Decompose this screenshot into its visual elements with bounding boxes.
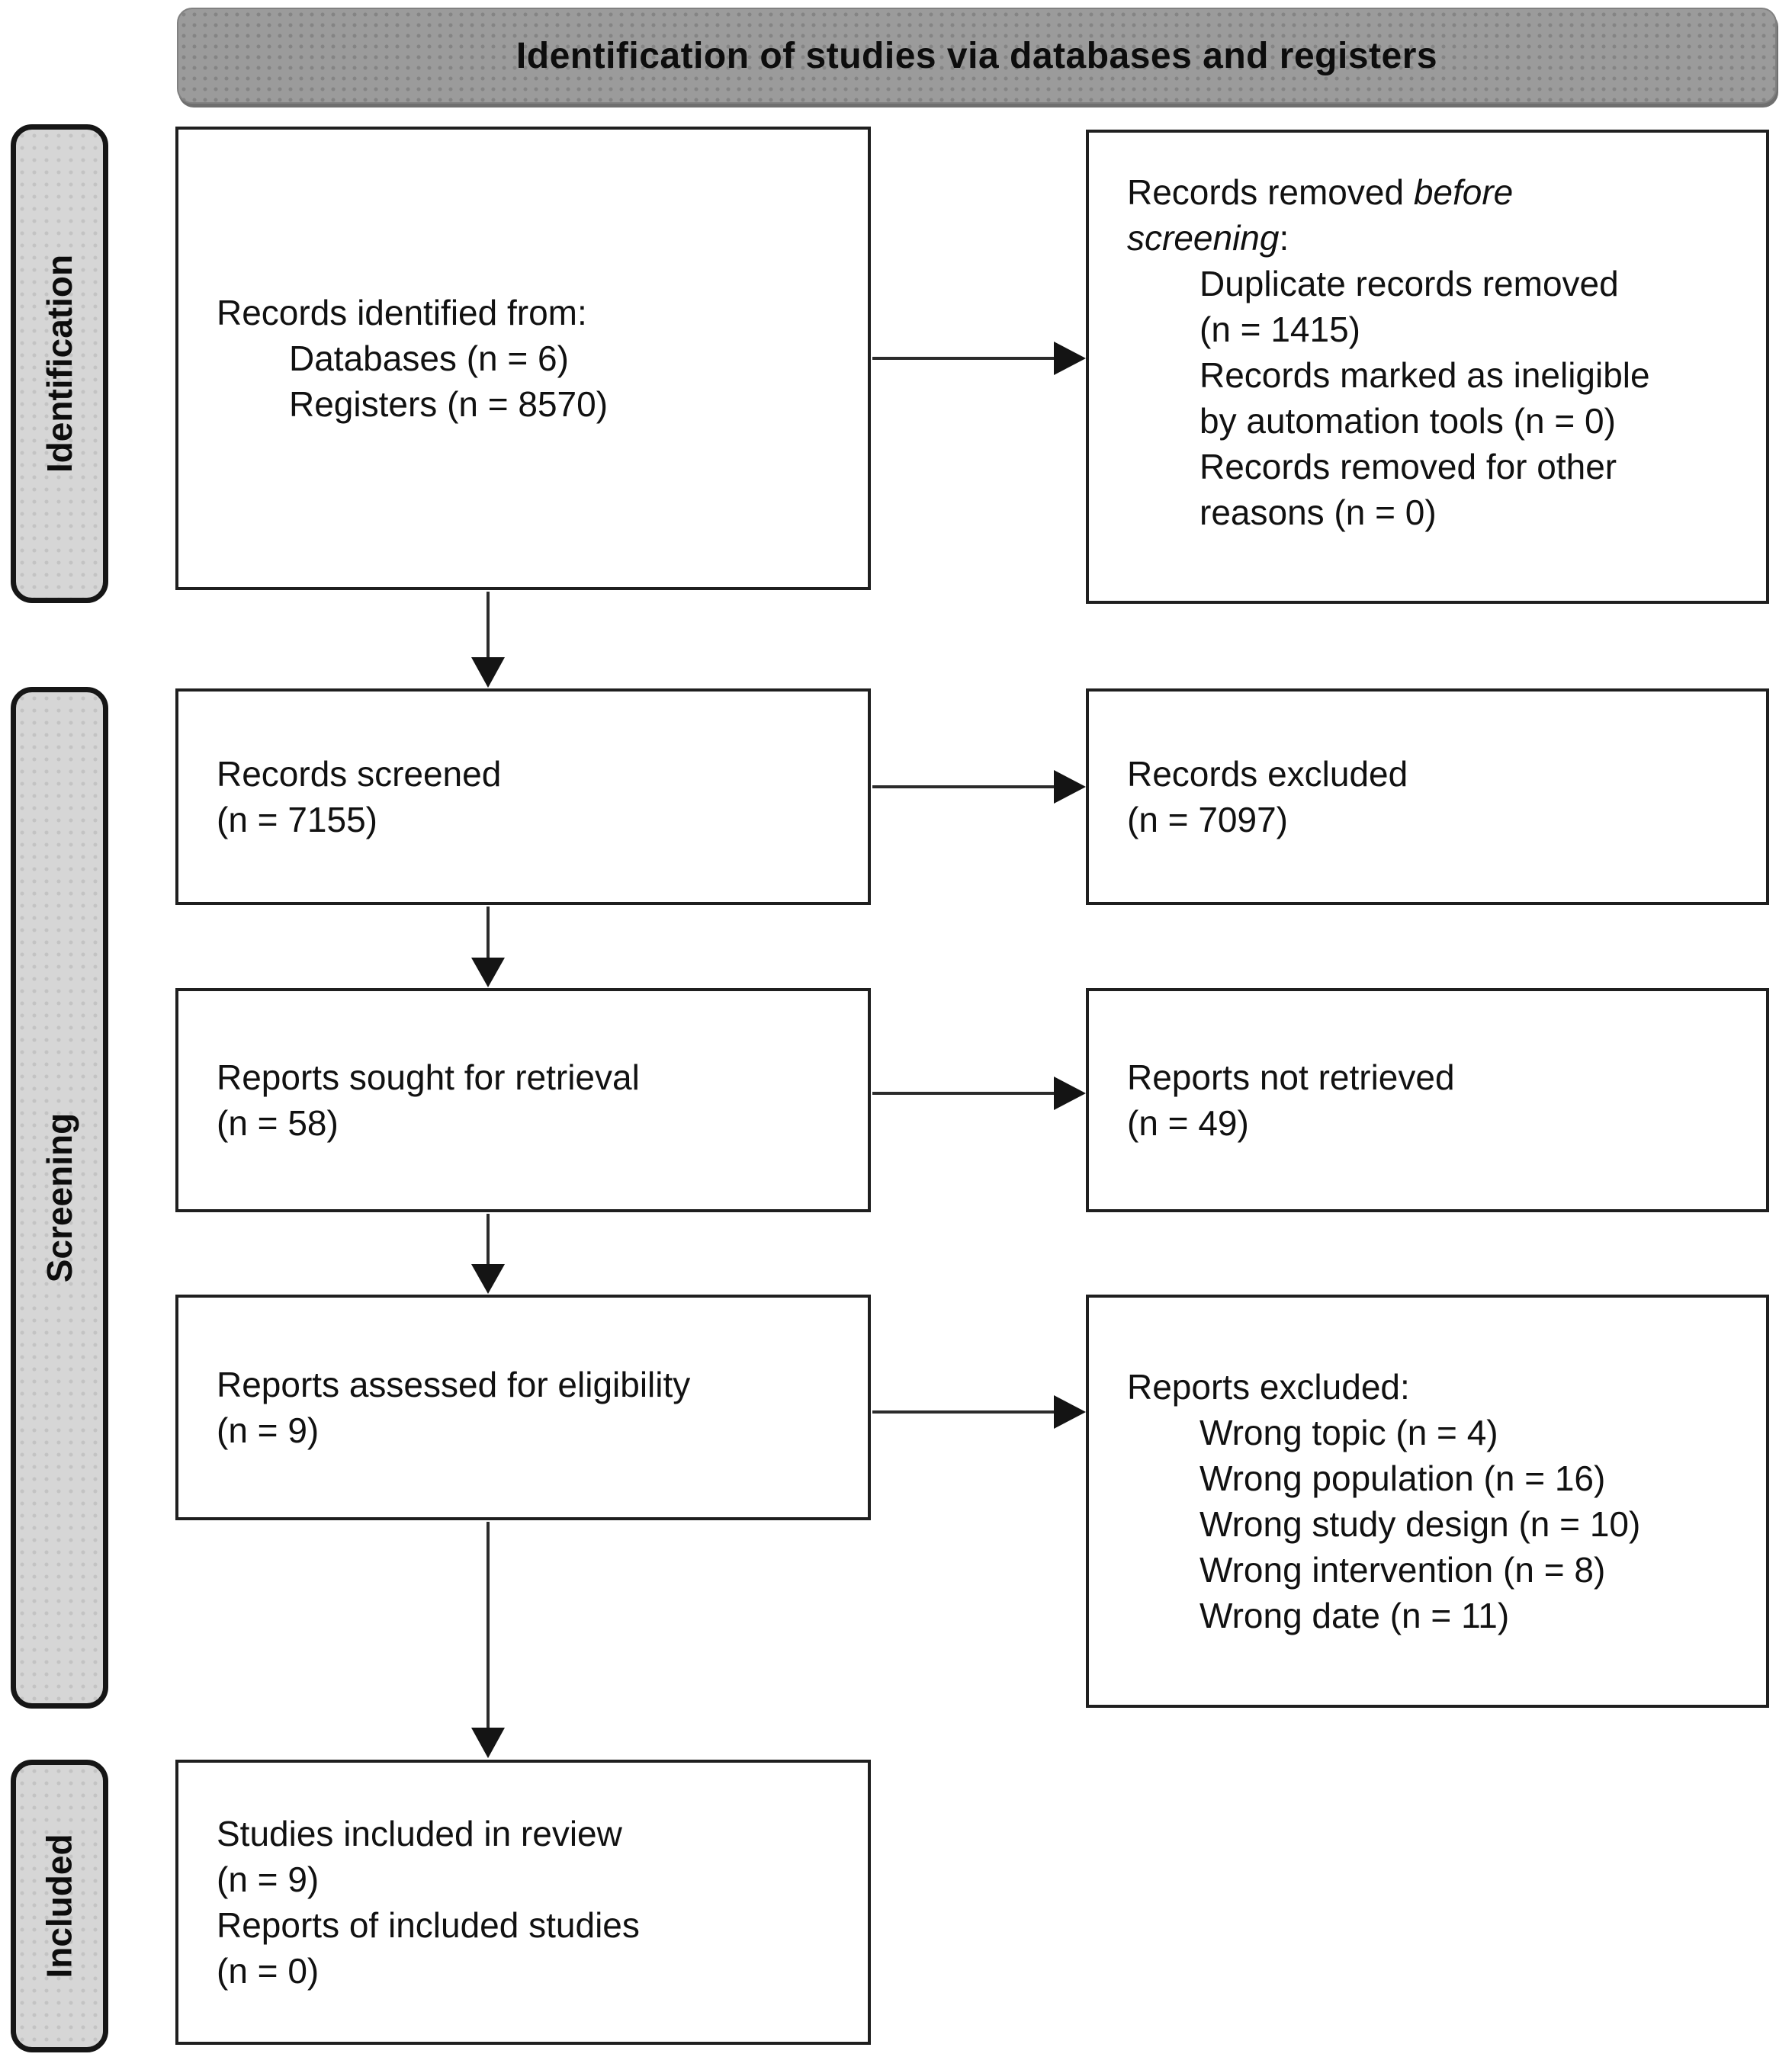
box-records-removed: Records removed before screening: Duplic… [1086, 130, 1769, 604]
box-line: Wrong intervention (n = 8) [1199, 1550, 1606, 1590]
arrow-sought-to-assessed [471, 1214, 505, 1294]
box-line: Records excluded [1127, 754, 1408, 794]
arrow-assessed-to-included [471, 1522, 505, 1758]
box-line: Wrong study design (n = 10) [1199, 1504, 1641, 1544]
box-line: Reports assessed for eligibility [217, 1365, 691, 1404]
box-line: (n = 7097) [1127, 800, 1288, 839]
box-line: Records removed before [1127, 169, 1745, 215]
box-line: (n = 49) [1127, 1103, 1249, 1143]
box-line: (n = 9) [217, 1410, 320, 1450]
box-line: Studies included in review [217, 1814, 622, 1853]
arrow-identified-to-removed [872, 342, 1086, 375]
box-line: Records removed for other [1199, 447, 1617, 486]
box-line: Registers (n = 8570) [289, 384, 609, 424]
box-line: Records identified from: [217, 293, 587, 332]
box-line-text: Records removed [1127, 172, 1405, 212]
box-line: (n = 58) [217, 1103, 339, 1143]
box-line: by automation tools (n = 0) [1199, 401, 1616, 441]
box-line: Records screened [217, 754, 502, 794]
box-reports-not-retrieved: Reports not retrieved (n = 49) [1086, 988, 1769, 1212]
box-records-screened: Records screened (n = 7155) [175, 688, 871, 905]
diagram-title: Identification of studies via databases … [177, 8, 1777, 104]
box-line-text: before [1413, 172, 1514, 212]
box-records-excluded: Records excluded (n = 7097) [1086, 688, 1769, 905]
box-line: reasons (n = 0) [1199, 493, 1437, 532]
box-reports-sought: Reports sought for retrieval (n = 58) [175, 988, 871, 1212]
box-reports-assessed: Reports assessed for eligibility (n = 9) [175, 1295, 871, 1520]
box-line-text: : [1279, 218, 1289, 258]
box-line-text: screening [1127, 218, 1280, 258]
arrow-identified-to-screened [471, 592, 505, 688]
box-line: Records marked as ineligible [1199, 355, 1650, 395]
box-studies-included: Studies included in review (n = 9) Repor… [175, 1760, 871, 2045]
arrow-assessed-to-reports-excluded [872, 1395, 1086, 1429]
box-line: (n = 0) [217, 1951, 320, 1991]
stage-label-screening: Screening [11, 687, 108, 1709]
box-line: (n = 7155) [217, 800, 377, 839]
box-line: Reports sought for retrieval [217, 1057, 640, 1097]
box-line: Wrong population (n = 16) [1199, 1459, 1606, 1498]
box-line: Wrong date (n = 11) [1199, 1596, 1510, 1635]
arrow-screened-to-excluded [872, 770, 1086, 804]
box-line: (n = 9) [217, 1860, 320, 1899]
stage-label-identification: Identification [11, 124, 108, 603]
box-line: Wrong topic (n = 4) [1199, 1413, 1498, 1452]
box-line: Reports excluded: [1127, 1367, 1410, 1407]
arrow-sought-to-not-retrieved [872, 1077, 1086, 1110]
box-line: Reports of included studies [217, 1905, 640, 1945]
box-line: Reports not retrieved [1127, 1057, 1455, 1097]
box-records-identified: Records identified from: Databases (n = … [175, 127, 871, 590]
box-line: (n = 1415) [1199, 310, 1360, 349]
stage-label-included: Included [11, 1760, 108, 2052]
box-line: Databases (n = 6) [289, 339, 569, 378]
box-line: screening: [1127, 215, 1745, 261]
box-line: Duplicate records removed [1199, 264, 1619, 303]
stage-label-included-text: Included [40, 1834, 79, 1978]
diagram-title-text: Identification of studies via databases … [515, 35, 1438, 76]
stage-label-identification-text: Identification [40, 254, 80, 473]
stage-label-screening-text: Screening [40, 1112, 80, 1283]
box-reports-excluded: Reports excluded: Wrong topic (n = 4) Wr… [1086, 1295, 1769, 1708]
arrow-screened-to-sought [471, 907, 505, 987]
